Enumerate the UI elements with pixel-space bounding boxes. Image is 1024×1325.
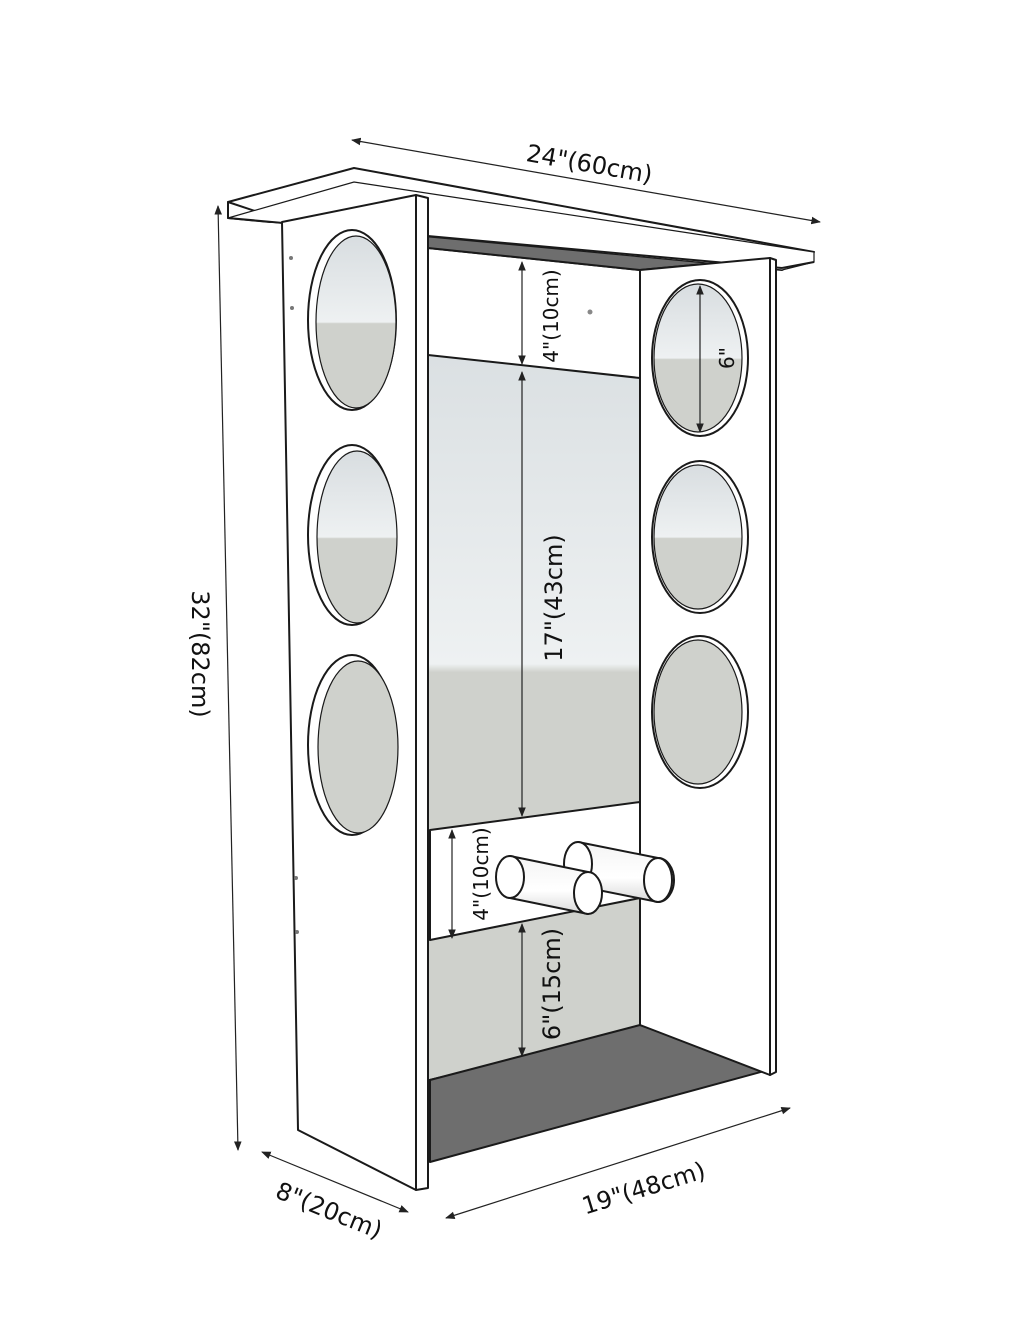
dim-height-label: 32"(82cm) <box>186 590 214 717</box>
left-hole-middle <box>307 444 398 626</box>
dim-tray-height-label: 6"(15cm) <box>538 928 566 1040</box>
dim-bottom-width-label: 19"(48cm) <box>579 1156 709 1220</box>
dim-depth-label: 8"(20cm) <box>272 1177 386 1245</box>
dim-upper-rail: 4"(10cm) <box>518 261 563 365</box>
dim-hole-diameter: 6" <box>696 285 739 433</box>
dim-height: 32"(82cm) <box>186 205 242 1151</box>
perch-front <box>495 855 603 915</box>
left-hole-top <box>307 229 397 411</box>
dim-hole-diameter-label: 6" <box>715 347 739 369</box>
dim-window-height-label: 17"(43cm) <box>540 534 568 661</box>
left-hole-bottom <box>307 654 399 836</box>
dim-lower-rail: 4"(10cm) <box>448 827 493 939</box>
dim-upper-rail-label: 4"(10cm) <box>539 269 563 362</box>
dim-tray-height: 6"(15cm) <box>518 923 566 1057</box>
dim-lower-rail-label: 4"(10cm) <box>469 827 493 920</box>
right-hole-bottom <box>651 635 749 789</box>
right-hole-middle <box>651 460 749 614</box>
dim-window-height: 17"(43cm) <box>518 371 568 817</box>
